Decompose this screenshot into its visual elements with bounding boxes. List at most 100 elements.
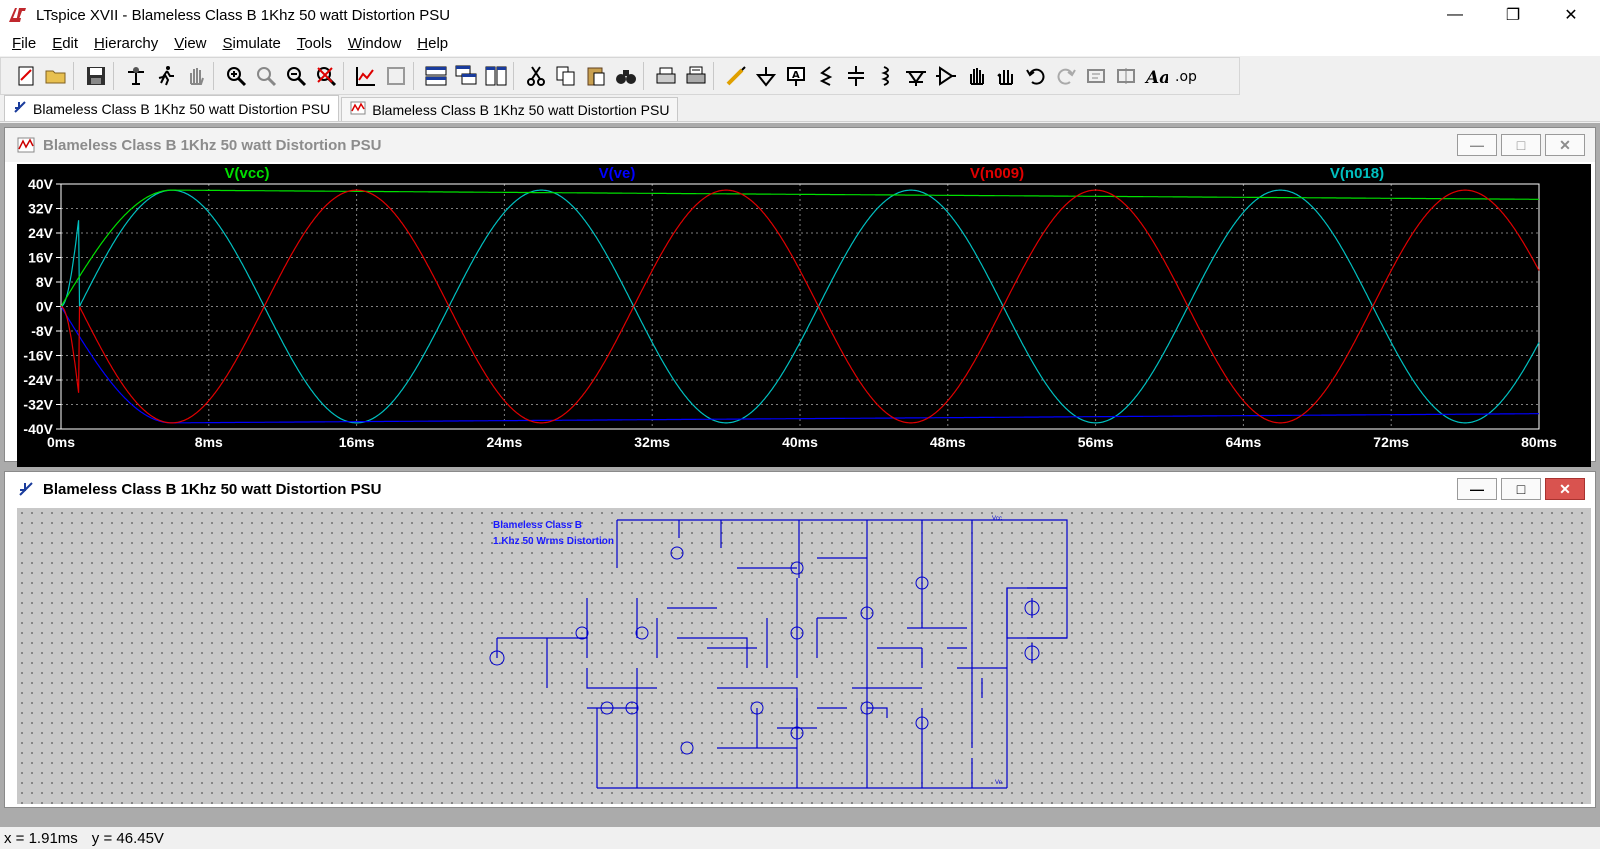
y-tick-label: 8V xyxy=(36,274,54,290)
diode-icon[interactable] xyxy=(901,61,931,91)
schematic-drawing: Blameless Class B 1.Khz 50 Wrms Distorti… xyxy=(489,516,1068,789)
svg-text:A: A xyxy=(792,70,800,81)
mdi-area: Blameless Class B 1Khz 50 watt Distortio… xyxy=(0,123,1600,827)
y-tick-label: -16V xyxy=(23,348,53,364)
control-panel-icon[interactable] xyxy=(121,61,151,91)
schem-maximize-button[interactable]: □ xyxy=(1501,478,1541,500)
window-title: LTspice XVII - Blameless Class B 1Khz 50… xyxy=(36,6,451,24)
schematic-components xyxy=(489,546,1040,755)
redo-icon[interactable] xyxy=(1051,61,1081,91)
cut-icon[interactable] xyxy=(521,61,551,91)
title-bar: LTspice XVII - Blameless Class B 1Khz 50… xyxy=(0,0,1600,30)
capacitor-icon[interactable] xyxy=(841,61,871,91)
print-setup-icon[interactable] xyxy=(681,61,711,91)
menu-simulate[interactable]: Simulate xyxy=(222,34,281,52)
paste-icon[interactable] xyxy=(581,61,611,91)
close-button[interactable]: ✕ xyxy=(1564,7,1578,24)
new-schematic-icon[interactable] xyxy=(11,61,41,91)
ltspice-logo-icon xyxy=(6,4,28,26)
x-tick-label: 64ms xyxy=(1225,434,1261,450)
schematic-heading-1: Blameless Class B xyxy=(493,520,582,531)
tab-label: Blameless Class B 1Khz 50 watt Distortio… xyxy=(372,101,670,118)
series-vvcc xyxy=(60,189,1539,307)
save-icon[interactable] xyxy=(81,61,111,91)
schematic-wires xyxy=(496,519,1068,789)
tab-waveform[interactable]: Blameless Class B 1Khz 50 watt Distortio… xyxy=(341,97,679,121)
maximize-button[interactable]: ❐ xyxy=(1505,7,1521,24)
toolbar: A Aa .op xyxy=(0,57,1240,95)
schematic-window-titlebar[interactable]: Blameless Class B 1Khz 50 watt Distortio… xyxy=(5,472,1595,506)
zoom-out-icon[interactable] xyxy=(281,61,311,91)
draw-wire-icon[interactable] xyxy=(721,61,751,91)
component-icon[interactable] xyxy=(931,61,961,91)
halt-icon[interactable] xyxy=(181,61,211,91)
y-tick-label: -24V xyxy=(23,372,53,388)
legend-vvcc: V(vcc) xyxy=(224,165,269,182)
svg-text:.op: .op xyxy=(1175,69,1197,85)
zoom-cancel-icon[interactable] xyxy=(311,61,341,91)
plot-minimize-button[interactable]: — xyxy=(1457,134,1497,156)
schem-minimize-button[interactable]: — xyxy=(1457,478,1497,500)
schematic-heading-2: 1.Khz 50 Wrms Distortion xyxy=(493,536,614,547)
find-icon[interactable] xyxy=(611,61,641,91)
tile-vertical-icon[interactable] xyxy=(481,61,511,91)
menu-bar: File Edit Hierarchy View Simulate Tools … xyxy=(0,30,1600,56)
cascade-icon[interactable] xyxy=(451,61,481,91)
waveform-icon xyxy=(17,136,35,154)
copy-icon[interactable] xyxy=(551,61,581,91)
y-tick-label: 24V xyxy=(28,225,54,241)
undo-icon[interactable] xyxy=(1021,61,1051,91)
ground-icon[interactable] xyxy=(751,61,781,91)
plot-maximize-button[interactable]: □ xyxy=(1501,134,1541,156)
legend-vn009: V(n009) xyxy=(970,165,1024,182)
svg-text:Aa: Aa xyxy=(1144,68,1168,88)
menu-tools[interactable]: Tools xyxy=(296,34,332,52)
x-tick-label: 16ms xyxy=(339,434,375,450)
zoom-pan-icon[interactable] xyxy=(251,61,281,91)
legend-vve: V(ve) xyxy=(599,165,636,182)
x-tick-label: 72ms xyxy=(1373,434,1409,450)
cursor-x-readout: x = 1.91ms xyxy=(4,829,78,847)
rotate-icon[interactable] xyxy=(1081,61,1111,91)
menu-file[interactable]: File xyxy=(12,34,37,52)
vcc-node-label: Vcc xyxy=(992,516,1002,522)
menu-window[interactable]: Window xyxy=(347,34,402,52)
schematic-canvas[interactable]: Blameless Class B 1.Khz 50 Wrms Distorti… xyxy=(17,508,1591,804)
zoom-in-icon[interactable] xyxy=(221,61,251,91)
resistor-icon[interactable] xyxy=(811,61,841,91)
waveform-window: Blameless Class B 1Khz 50 watt Distortio… xyxy=(4,127,1596,467)
spice-directive-icon[interactable]: .op xyxy=(1171,61,1201,91)
move-icon[interactable] xyxy=(961,61,991,91)
legend-vn018: V(n018) xyxy=(1330,165,1384,182)
menu-help[interactable]: Help xyxy=(417,34,449,52)
waveform-window-titlebar[interactable]: Blameless Class B 1Khz 50 watt Distortio… xyxy=(5,128,1595,162)
y-tick-label: 16V xyxy=(28,250,54,266)
schem-close-button[interactable]: ✕ xyxy=(1545,478,1585,500)
schematic-window: Blameless Class B 1Khz 50 watt Distortio… xyxy=(4,471,1596,808)
schematic-icon xyxy=(17,480,35,498)
y-tick-label: -40V xyxy=(23,421,53,437)
tile-horizontal-icon[interactable] xyxy=(421,61,451,91)
mirror-icon[interactable] xyxy=(1111,61,1141,91)
minimize-button[interactable]: — xyxy=(1447,6,1463,23)
autorange-icon[interactable] xyxy=(351,61,381,91)
text-icon[interactable]: Aa xyxy=(1141,61,1171,91)
menu-edit[interactable]: Edit xyxy=(52,34,79,52)
open-icon[interactable] xyxy=(41,61,71,91)
label-net-icon[interactable]: A xyxy=(781,61,811,91)
plot-close-button[interactable]: ✕ xyxy=(1545,134,1585,156)
cursor-y-readout: y = 46.45V xyxy=(91,829,164,847)
menu-hierarchy[interactable]: Hierarchy xyxy=(94,34,159,52)
series-vn009 xyxy=(60,189,1540,424)
run-icon[interactable] xyxy=(151,61,181,91)
x-tick-label: 8ms xyxy=(195,434,223,450)
tab-schematic[interactable]: Blameless Class B 1Khz 50 watt Distortio… xyxy=(4,95,340,121)
inductor-icon[interactable] xyxy=(871,61,901,91)
zoom-back-icon[interactable] xyxy=(381,61,411,91)
print-icon[interactable] xyxy=(651,61,681,91)
x-tick-label: 80ms xyxy=(1521,434,1557,450)
menu-view[interactable]: View xyxy=(174,34,207,52)
drag-icon[interactable] xyxy=(991,61,1021,91)
